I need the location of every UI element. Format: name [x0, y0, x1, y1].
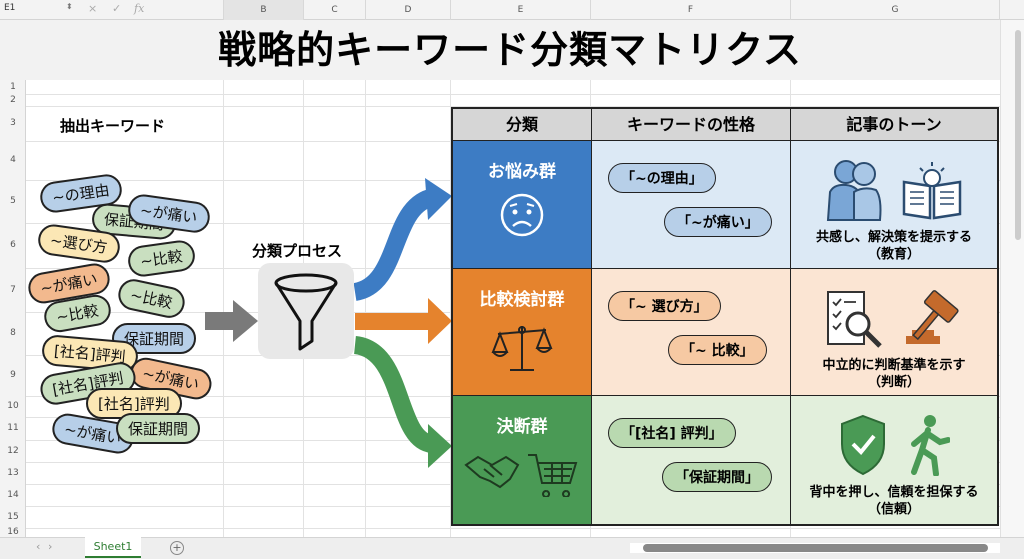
column-header-f[interactable]: F: [590, 0, 790, 20]
row-header: [0, 80, 26, 537]
prev-sheet-icon[interactable]: ‹: [36, 540, 41, 553]
checklist-magnifier-icon: [827, 290, 882, 348]
category-compare: 比較検討群: [453, 268, 592, 397]
vertical-scroll-thumb[interactable]: [1015, 30, 1021, 240]
funnel-icon: [258, 263, 354, 359]
row-number[interactable]: 3: [10, 118, 16, 128]
keywords-worry: 「~の理由」 「~が痛い」: [592, 141, 791, 269]
header-category: 分類: [453, 109, 592, 141]
column-header-b[interactable]: B: [223, 0, 303, 20]
tone-subtext: （信頼）: [867, 502, 920, 518]
category-worry: お悩み群: [453, 141, 592, 269]
scales-icon: [491, 325, 553, 371]
green-arrow: [353, 336, 452, 468]
row-number[interactable]: 8: [10, 328, 16, 338]
row-number[interactable]: 15: [7, 512, 19, 522]
row-number[interactable]: 13: [7, 468, 19, 478]
column-header-e[interactable]: E: [450, 0, 590, 20]
header-article-tone: 記事のトーン: [791, 109, 997, 141]
blue-arrow: [352, 178, 452, 301]
worried-face-icon: [500, 193, 544, 237]
tone-worry: 共感し、解決策を提示する （教育）: [791, 141, 997, 269]
gridline: [365, 80, 366, 537]
gridline: [26, 106, 1000, 107]
column-header-g[interactable]: G: [790, 0, 1000, 20]
gridline: [450, 80, 451, 537]
enter-icon[interactable]: ✓: [112, 2, 122, 15]
sheet-tab-bar: [0, 537, 1024, 559]
add-sheet-button[interactable]: +: [170, 541, 184, 555]
fx-icon[interactable]: fx: [134, 2, 145, 15]
tone-subtext: （教育）: [867, 247, 920, 262]
category-label: 比較検討群: [479, 289, 565, 310]
name-box[interactable]: E1: [4, 3, 16, 13]
handshake-cart-icon: [464, 454, 578, 498]
keyword-pill: 「~ 選び方」: [608, 290, 721, 321]
category-label: お悩み群: [488, 162, 556, 182]
keyword-pill: 「~が痛い」: [664, 207, 772, 237]
open-book-lightbulb-icon: [902, 162, 962, 220]
column-header-c[interactable]: C: [303, 0, 365, 20]
classification-matrix: 分類 キーワードの性格 記事のトーン お悩み群 「~の理由」 「~が痛い」 共感…: [451, 107, 999, 526]
row-number[interactable]: 11: [7, 423, 19, 433]
flow-arrows: [205, 178, 452, 468]
row-number[interactable]: 2: [10, 95, 16, 105]
orange-arrow: [355, 298, 452, 344]
sheet-tab[interactable]: Sheet1: [85, 537, 141, 558]
row-number[interactable]: 12: [7, 446, 19, 456]
keyword-pill: 「[社名] 評判」: [608, 418, 736, 449]
row-number[interactable]: 9: [10, 370, 16, 380]
hug-icon: [826, 160, 882, 221]
row-number[interactable]: 14: [7, 490, 19, 500]
tone-text: 共感し、解決策を提示する: [815, 230, 972, 245]
tone-text: 背中を押し、信頼を担保する: [809, 485, 979, 501]
tone-subtext: （判断）: [867, 374, 920, 390]
keyword-pill: 「保証期間」: [662, 462, 772, 493]
page-title: 戦略的キーワード分類マトリクス: [218, 28, 802, 72]
keyword-pill: 「~の理由」: [608, 163, 716, 193]
row-number[interactable]: 5: [10, 196, 16, 206]
shield-check-icon: [841, 415, 885, 476]
keyword-pill: 保証期間: [116, 413, 201, 444]
extracted-keywords-label: 抽出キーワード: [60, 117, 166, 135]
gridline: [223, 80, 224, 537]
tone-compare: 中立的に判断基準を示す （判断）: [791, 268, 997, 397]
keywords-decision: 「[社名] 評判」 「保証期間」: [592, 396, 791, 524]
keywords-compare: 「~ 選び方」 「~ 比較」: [592, 268, 791, 397]
row-number[interactable]: 16: [7, 527, 19, 537]
process-label: 分類プロセス: [252, 242, 343, 260]
tone-decision: 背中を押し、信頼を担保する （信頼）: [791, 396, 997, 524]
title-band: [0, 20, 1000, 80]
tone-text: 中立的に判断基準を示す: [822, 357, 966, 373]
gridline: [26, 528, 1000, 529]
row-number[interactable]: 10: [7, 401, 19, 411]
column-header-d[interactable]: D: [365, 0, 450, 20]
gavel-icon: [906, 289, 959, 344]
cancel-icon[interactable]: ×: [88, 2, 98, 15]
category-label: 決断群: [496, 417, 548, 438]
gridline: [26, 94, 1000, 95]
category-decision: 決断群: [453, 396, 592, 524]
gray-arrow: [205, 300, 258, 342]
row-number[interactable]: 4: [10, 155, 16, 165]
row-number[interactable]: 1: [10, 82, 16, 92]
next-sheet-icon[interactable]: ›: [48, 540, 53, 553]
header-keyword-nature: キーワードの性格: [592, 109, 791, 141]
keyword-pill: 「~ 比較」: [668, 334, 767, 365]
row-number[interactable]: 7: [10, 285, 16, 295]
walking-person-icon: [911, 415, 950, 477]
row-number[interactable]: 6: [10, 240, 16, 250]
horizontal-scroll-thumb[interactable]: [643, 544, 988, 552]
name-box-stepper-icon[interactable]: ⬍: [66, 2, 73, 11]
